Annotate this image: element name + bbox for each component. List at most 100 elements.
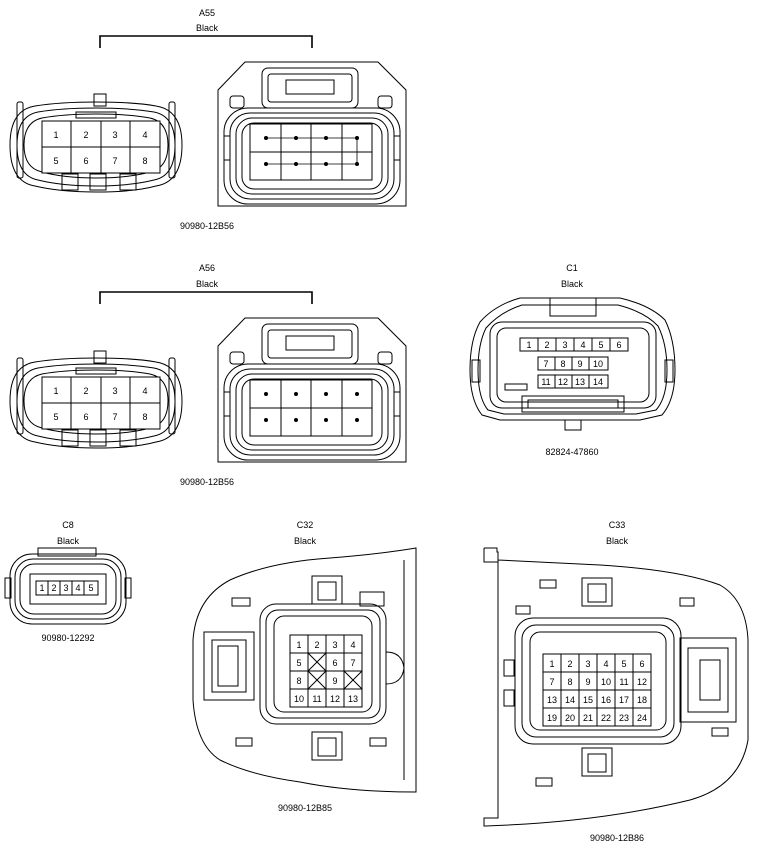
c33-pin: 18 <box>637 695 647 705</box>
c8-code: C8 <box>62 520 74 530</box>
c1-code: C1 <box>566 263 578 273</box>
connector-c1: C1 Black 1 2 3 4 5 6 7 8 9 10 <box>469 263 676 457</box>
c32-pin: 11 <box>312 694 321 704</box>
a55-pin: 3 <box>112 130 117 140</box>
c1-pin: 4 <box>580 340 585 350</box>
a55-pin: 6 <box>83 156 88 166</box>
c33-pin: 22 <box>601 713 611 723</box>
a56-pin: 7 <box>112 412 117 422</box>
c33-pin: 6 <box>639 659 644 669</box>
c33-pin: 21 <box>583 713 593 723</box>
a56-bracket <box>99 291 313 304</box>
a55-pin: 7 <box>112 156 117 166</box>
connector-c32: C32 Black 1 2 3 4 5 6 7 <box>192 520 417 813</box>
a56-pin: 5 <box>53 412 58 422</box>
c1-pin: 1 <box>526 340 531 350</box>
c32-pin: 4 <box>350 640 355 650</box>
a56-female-connector: 1 2 3 4 5 6 7 8 <box>9 350 183 449</box>
c32-pin: 3 <box>332 640 337 650</box>
a55-bracket <box>99 35 313 48</box>
c33-pin: 23 <box>619 713 629 723</box>
c1-part-number: 82824-47860 <box>545 447 598 457</box>
c33-pin: 1 <box>549 659 554 669</box>
c33-pin: 16 <box>601 695 611 705</box>
c33-pin: 12 <box>637 677 647 687</box>
c32-pin: 5 <box>296 658 301 668</box>
c33-pin: 8 <box>567 677 572 687</box>
c8-color: Black <box>57 536 80 546</box>
c8-pin: 1 <box>39 583 44 593</box>
c33-pin: 15 <box>583 695 593 705</box>
c33-pin: 13 <box>547 695 557 705</box>
a56-pin: 1 <box>53 386 58 396</box>
connector-a55: A55 Black 1 2 3 4 5 6 7 8 <box>9 8 407 231</box>
c8-pin: 4 <box>75 583 80 593</box>
a55-female-connector: 1 2 3 4 5 6 7 8 <box>9 93 183 193</box>
c32-part-number: 90980-12B85 <box>278 803 332 813</box>
a55-pin: 4 <box>142 130 147 140</box>
c33-pin: 3 <box>585 659 590 669</box>
a56-pin: 3 <box>112 386 117 396</box>
c32-pin: 7 <box>350 658 355 668</box>
c33-part-number: 90980-12B86 <box>590 833 644 843</box>
c33-color: Black <box>606 536 629 546</box>
c8-pin: 5 <box>88 583 93 593</box>
a56-code: A56 <box>199 263 215 273</box>
c33-pin: 4 <box>603 659 608 669</box>
c1-color: Black <box>561 279 584 289</box>
a55-color: Black <box>196 23 219 33</box>
c1-pin: 9 <box>577 359 582 369</box>
c33-pin: 2 <box>567 659 572 669</box>
a55-pin: 5 <box>53 156 58 166</box>
c33-pin: 9 <box>585 677 590 687</box>
a56-pin: 8 <box>142 412 147 422</box>
c33-code: C33 <box>609 520 626 530</box>
c33-pin: 17 <box>619 695 629 705</box>
connector-c33: C33 Black 1 2 3 4 <box>483 520 749 843</box>
c32-pin: 12 <box>330 694 340 704</box>
c33-pin: 7 <box>549 677 554 687</box>
c32-color: Black <box>294 536 317 546</box>
c32-pin: 2 <box>314 640 319 650</box>
a55-part-number: 90980-12B56 <box>180 221 234 231</box>
c32-pin: 13 <box>348 694 358 704</box>
c1-pin: 8 <box>560 359 565 369</box>
a56-pin: 4 <box>142 386 147 396</box>
c33-pin: 24 <box>637 713 647 723</box>
c1-pin: 7 <box>543 359 548 369</box>
c1-pin: 5 <box>598 340 603 350</box>
connector-a56: A56 Black 1 2 3 4 5 6 7 8 <box>9 263 407 487</box>
c33-pin: 11 <box>619 677 628 687</box>
a56-color: Black <box>196 279 219 289</box>
a56-pin: 2 <box>83 386 88 396</box>
c1-pin: 11 <box>541 377 550 387</box>
c8-part-number: 90980-12292 <box>41 633 94 643</box>
c33-pin: 20 <box>565 713 575 723</box>
a56-part-number: 90980-12B56 <box>180 477 234 487</box>
a55-pin: 8 <box>142 156 147 166</box>
c1-pin: 14 <box>593 377 603 387</box>
c33-pin: 5 <box>621 659 626 669</box>
c1-pin: 3 <box>562 340 567 350</box>
c8-pin: 2 <box>51 583 56 593</box>
a55-male-connector <box>217 61 407 207</box>
c33-pin-grid: 1 2 3 4 5 6 7 8 9 10 11 12 13 14 15 16 1… <box>547 659 647 723</box>
a56-male-pin-dots <box>264 392 359 422</box>
c32-code: C32 <box>297 520 314 530</box>
c1-pin: 12 <box>558 377 568 387</box>
c1-pin: 2 <box>544 340 549 350</box>
a55-male-pin-dots <box>264 136 359 166</box>
c32-pin: 8 <box>296 676 301 686</box>
a56-pin: 6 <box>83 412 88 422</box>
c32-pin: 9 <box>332 676 337 686</box>
a55-pin: 1 <box>53 130 58 140</box>
c8-pin: 3 <box>63 583 68 593</box>
c1-pin: 6 <box>616 340 621 350</box>
c32-pin: 6 <box>332 658 337 668</box>
c1-pin: 10 <box>593 359 603 369</box>
a55-pin: 2 <box>83 130 88 140</box>
c33-pin: 10 <box>601 677 611 687</box>
c32-pin: 10 <box>294 694 304 704</box>
a56-male-connector <box>217 317 407 463</box>
